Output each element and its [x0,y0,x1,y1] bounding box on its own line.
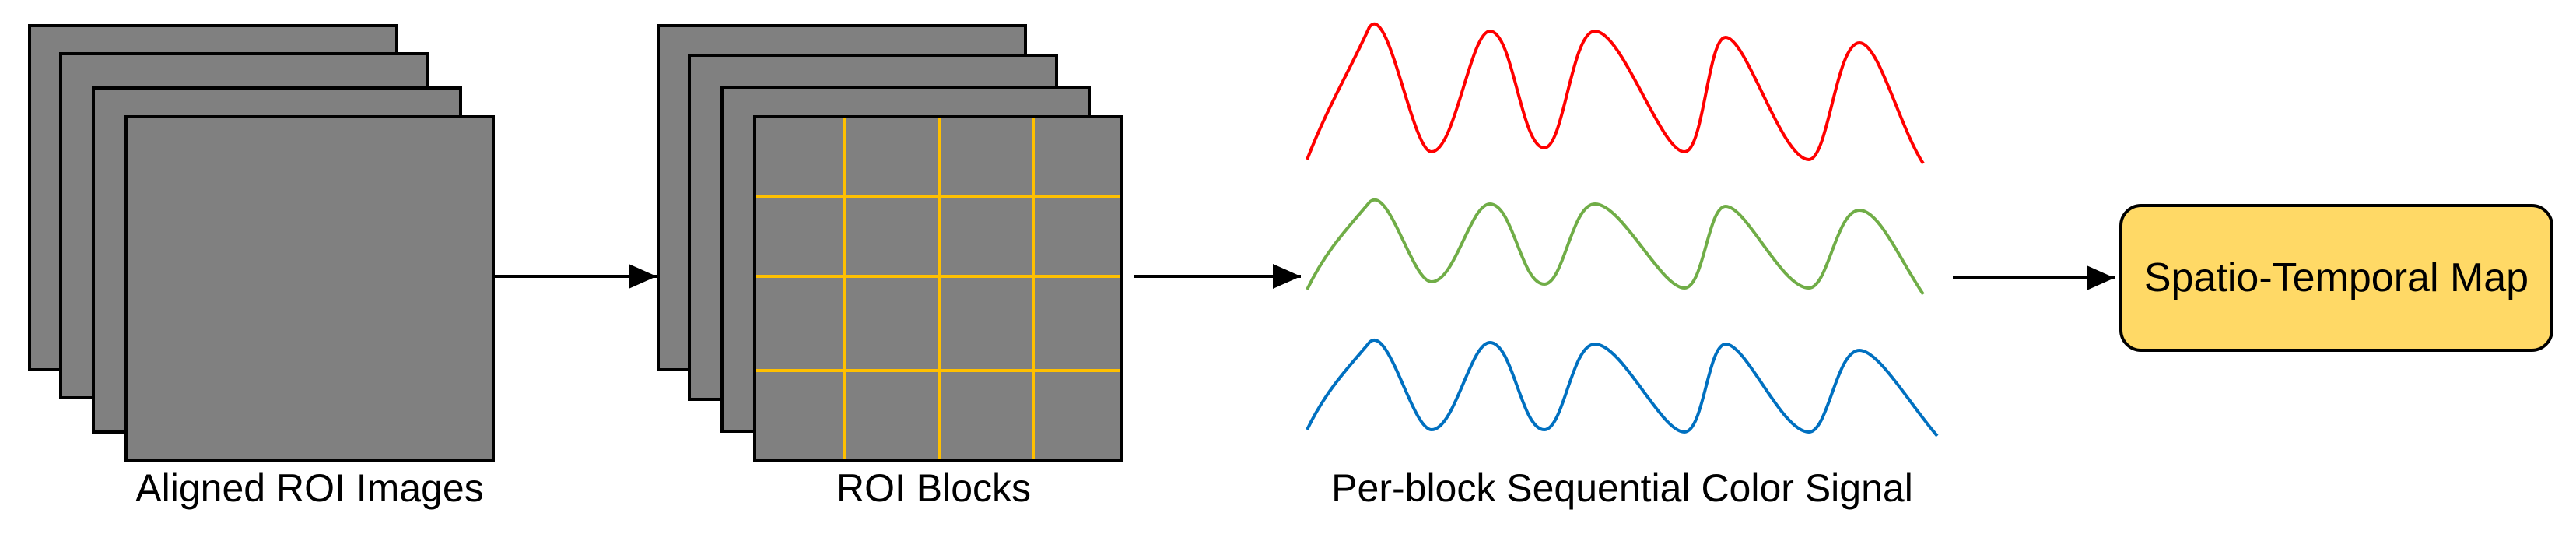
color-signals [1306,23,1939,437]
blue-signal-wave [1306,339,1939,437]
spatio-temporal-map-box: Spatio-Temporal Map [2119,204,2553,352]
roi-block-stack [657,24,1123,462]
green-signal-wave [1306,198,1925,296]
caption-aligned-roi-images: Aligned ROI Images [135,466,484,510]
red-signal-wave [1306,23,1925,165]
roi-image-frame-4 [124,115,495,462]
spatio-temporal-map-box-bg [2121,206,2552,350]
caption-per-block-signal: Per-block Sequential Color Signal [1331,466,1913,510]
caption-roi-blocks: ROI Blocks [836,466,1032,510]
aligned-roi-image-stack [28,24,495,462]
roi-block-grid [756,118,1120,459]
spatio-temporal-map-label: Spatio-Temporal Map [2143,255,2529,300]
